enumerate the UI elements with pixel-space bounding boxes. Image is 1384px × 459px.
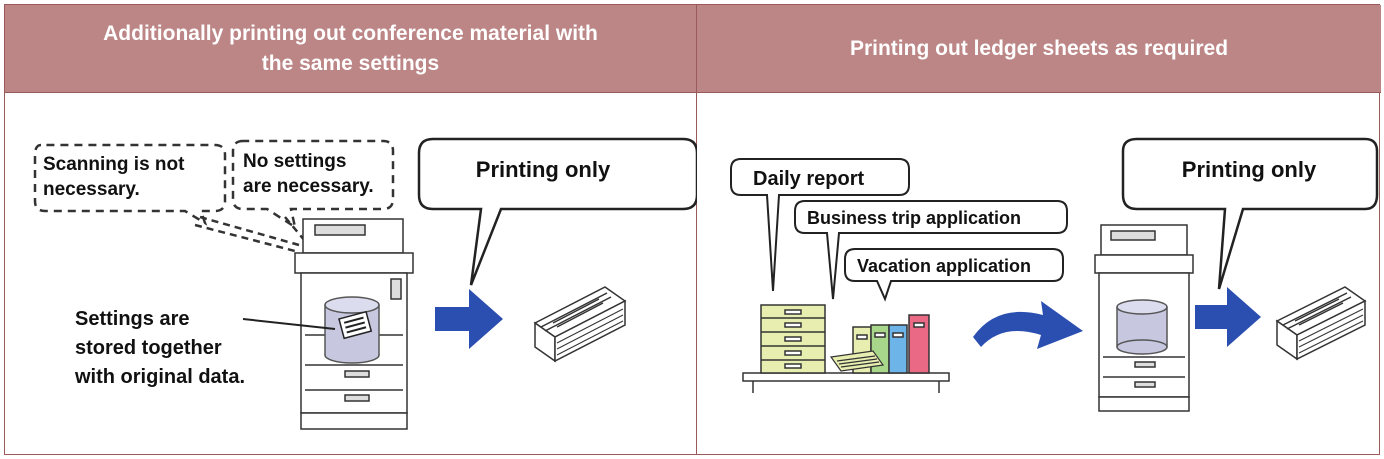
printing-only-left-label: Printing only bbox=[476, 157, 611, 182]
right-illustration: Daily report Business trip application V… bbox=[730, 137, 1379, 412]
panel-ledger-sheets: Printing out ledger sheets as required D… bbox=[697, 5, 1381, 454]
drawer-cabinet bbox=[760, 304, 826, 374]
bubble-vacation: Vacation application bbox=[844, 248, 1064, 302]
blue-arrow-right bbox=[1195, 287, 1261, 347]
note-line3: with original data. bbox=[74, 366, 245, 388]
diagram-frame: Additionally printing out conference mat… bbox=[4, 4, 1381, 455]
bubble-printing-only-left: Printing only bbox=[417, 137, 697, 286]
bubble-daily-report: Daily report bbox=[730, 158, 910, 292]
panel-header-right: Printing out ledger sheets as required bbox=[697, 5, 1381, 93]
printed-documents-right bbox=[1275, 286, 1367, 361]
curved-arrow-right bbox=[973, 301, 1083, 349]
storage-cylinder-left bbox=[324, 296, 380, 364]
header-left-line2: the same settings bbox=[261, 51, 440, 75]
bubble-business-trip: Business trip application bbox=[794, 200, 1068, 300]
printing-only-right-label: Printing only bbox=[1182, 157, 1317, 182]
left-illustration: Scanning is not necessary. No settings a… bbox=[33, 137, 697, 430]
bubble-printing-only-right: Printing only bbox=[1121, 137, 1379, 290]
bubble-no-settings: No settings are necessary. bbox=[231, 139, 395, 230]
mfp-machine-right bbox=[1094, 224, 1194, 412]
printed-documents-left bbox=[533, 286, 627, 363]
daily-report-label: Daily report bbox=[753, 168, 864, 190]
dashed-leaders bbox=[194, 215, 306, 253]
note-leader-line bbox=[242, 318, 336, 330]
shelf bbox=[742, 372, 950, 393]
blue-arrow-left bbox=[435, 289, 503, 349]
stored-documents-icon bbox=[338, 310, 373, 340]
panel-conference-material: Additionally printing out conference mat… bbox=[5, 5, 697, 454]
header-right-title: Printing out ledger sheets as required bbox=[849, 36, 1229, 60]
business-trip-label: Business trip application bbox=[807, 208, 1021, 228]
bubble-scanning-not-necessary: Scanning is not necessary. bbox=[33, 143, 227, 226]
bubble-scan-line2: necessary. bbox=[43, 179, 140, 200]
mfp-machine-left bbox=[294, 218, 414, 430]
note-line2: stored together bbox=[75, 337, 222, 359]
bubble-scan-line1: Scanning is not bbox=[43, 154, 185, 175]
note-line1: Settings are bbox=[75, 308, 189, 330]
bubble-settings-line2: are necessary. bbox=[243, 176, 374, 197]
vacation-label: Vacation application bbox=[857, 256, 1031, 276]
ledger-stack bbox=[829, 350, 885, 372]
panel-header-left: Additionally printing out conference mat… bbox=[5, 5, 696, 93]
header-left-line1: Additionally printing out conference mat… bbox=[103, 21, 598, 45]
bubble-settings-line1: No settings bbox=[243, 151, 346, 172]
storage-cylinder-right bbox=[1116, 299, 1168, 355]
binders bbox=[852, 314, 930, 374]
